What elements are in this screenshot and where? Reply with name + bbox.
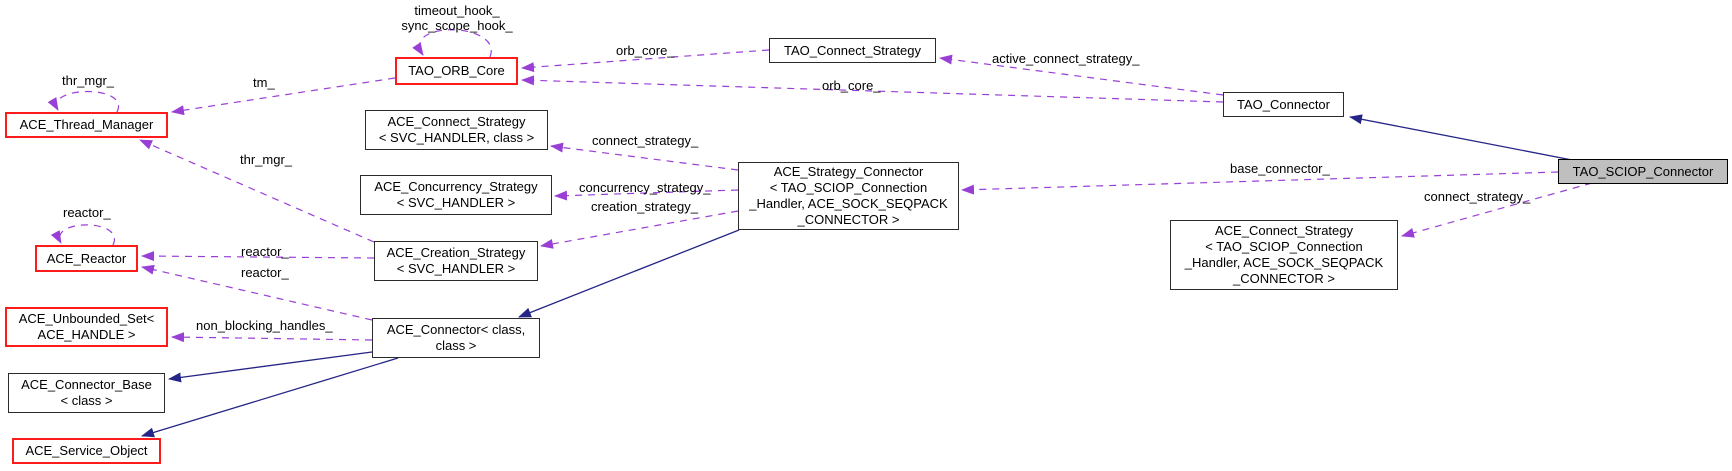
edge-reactor-self-loop bbox=[50, 224, 116, 246]
node-ace-connect-strategy-svc[interactable]: ACE_Connect_Strategy < SVC_HANDLER, clas… bbox=[365, 110, 548, 150]
node-ace-concurrency-strategy[interactable]: ACE_Concurrency_Strategy < SVC_HANDLER > bbox=[360, 175, 552, 215]
edge-concurrency-strategy bbox=[554, 189, 739, 201]
edge-label-concurrency-strategy: concurrency_strategy_ bbox=[579, 180, 711, 195]
edge-label-connect-strategy-right: connect_strategy_ bbox=[1424, 189, 1531, 204]
edge-thread-manager-self-loop bbox=[47, 91, 120, 113]
edge-thr-mgr bbox=[139, 139, 375, 243]
node-ace-service-object[interactable]: ACE_Service_Object bbox=[12, 438, 161, 464]
edge-connect-strategy-right bbox=[1401, 182, 1593, 238]
node-ace-strategy-connector[interactable]: ACE_Strategy_Connector < TAO_SCIOP_Conne… bbox=[738, 162, 959, 230]
edge-tm bbox=[171, 77, 396, 116]
edge-label-timeout-sync-scope-hook: timeout_hook_ sync_scope_hook_ bbox=[401, 3, 513, 33]
edge-label-reactor-upper: reactor_ bbox=[241, 244, 289, 259]
node-ace-connector[interactable]: ACE_Connector< class, class > bbox=[372, 318, 540, 358]
node-ace-connect-strategy-tao[interactable]: ACE_Connect_Strategy < TAO_SCIOP_Connect… bbox=[1170, 220, 1398, 290]
edge-reactor-from-connector bbox=[141, 264, 373, 321]
edge-inherit-tao-connector bbox=[1349, 114, 1573, 161]
node-tao-orb-core[interactable]: TAO_ORB_Core bbox=[395, 57, 518, 85]
edge-label-thr-mgr: thr_mgr_ bbox=[240, 152, 293, 167]
node-ace-reactor[interactable]: ACE_Reactor bbox=[35, 245, 138, 272]
edge-inherit-service-object bbox=[141, 357, 399, 438]
edge-orb-core-self-loop bbox=[412, 29, 492, 58]
edge-label-non-blocking-handles: non_blocking_handles_ bbox=[196, 318, 333, 333]
edge-label-reactor-loop: reactor_ bbox=[63, 205, 111, 220]
node-ace-connector-base[interactable]: ACE_Connector_Base < class > bbox=[8, 373, 165, 413]
edge-label-orb-core-upper: orb_core_ bbox=[616, 43, 675, 58]
edge-non-blocking-handles bbox=[171, 332, 373, 343]
edge-label-reactor-lower: reactor_ bbox=[241, 265, 289, 280]
edge-inherit-ace-connector bbox=[518, 229, 740, 318]
edge-base-connector bbox=[961, 171, 1559, 195]
edge-creation-strategy bbox=[540, 210, 739, 249]
node-ace-thread-manager[interactable]: ACE_Thread_Manager bbox=[5, 112, 168, 138]
edge-label-thr-mgr-loop: thr_mgr_ bbox=[62, 73, 115, 88]
edge-label-orb-core-lower: orb_core_ bbox=[822, 78, 881, 93]
edge-label-active-connect-strategy: active_connect_strategy_ bbox=[992, 51, 1140, 66]
edge-label-connect-strategy: connect_strategy_ bbox=[592, 133, 699, 148]
edge-label-tm: tm_ bbox=[253, 75, 275, 90]
node-tao-connector[interactable]: TAO_Connector bbox=[1223, 92, 1344, 117]
node-ace-creation-strategy[interactable]: ACE_Creation_Strategy < SVC_HANDLER > bbox=[374, 241, 538, 281]
node-tao-connect-strategy[interactable]: TAO_Connect_Strategy bbox=[769, 38, 936, 63]
edge-active-connect-strategy bbox=[939, 54, 1224, 96]
edge-orb-core-upper bbox=[521, 49, 770, 73]
edge-label-creation-strategy: creation_strategy_ bbox=[591, 199, 698, 214]
edge-inherit-connector-base bbox=[168, 351, 373, 383]
edge-connect-strategy bbox=[550, 142, 739, 171]
node-ace-unbounded-set[interactable]: ACE_Unbounded_Set< ACE_HANDLE > bbox=[5, 307, 168, 347]
node-tao-sciop-connector: TAO_SCIOP_Connector bbox=[1558, 159, 1728, 184]
edge-label-base-connector: base_connector_ bbox=[1230, 161, 1330, 176]
